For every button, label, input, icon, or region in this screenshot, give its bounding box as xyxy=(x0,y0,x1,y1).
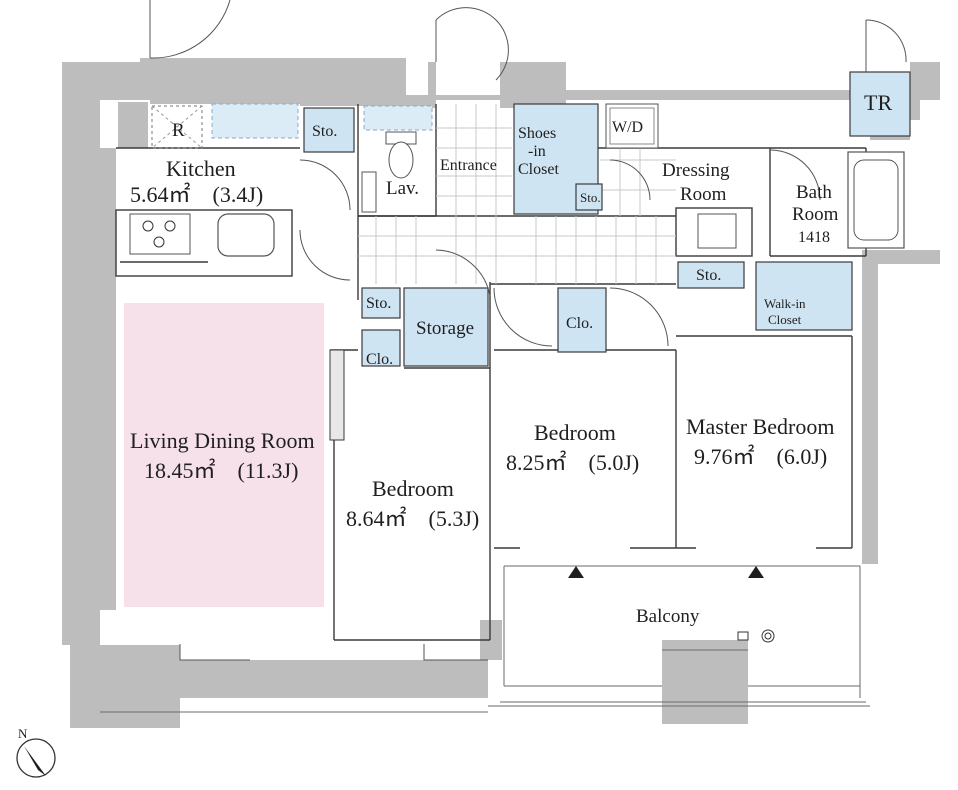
bath-room-line2: Room xyxy=(792,204,839,225)
dressing-room-line2: Room xyxy=(680,184,727,205)
storage-label: Storage xyxy=(416,318,474,339)
fridge-label: R xyxy=(172,120,185,141)
bathtub-icon xyxy=(847,151,905,249)
outdoor-ac-unit-icon xyxy=(737,629,775,643)
compass-north-icon: N xyxy=(16,726,56,778)
bedroom-left-area: 8.64㎡ (5.3J) xyxy=(346,506,479,531)
balcony-label: Balcony xyxy=(636,606,700,627)
storage-blocks xyxy=(211,71,911,367)
kitchen-area: 5.64㎡ (3.4J) xyxy=(130,182,263,207)
washer-label: W/D xyxy=(612,119,643,136)
walkin-closet-line2: Closet xyxy=(768,312,802,327)
door-swings xyxy=(149,0,907,661)
refrigerator-icon xyxy=(151,105,203,149)
hall-closet-label: Clo. xyxy=(366,351,393,368)
sink-icon xyxy=(217,213,275,257)
dressing-sink-icon xyxy=(697,213,737,249)
master-bedroom-name: Master Bedroom xyxy=(686,414,834,439)
window-marker-left xyxy=(568,566,584,578)
shoes-closet-line2: -in xyxy=(528,143,546,160)
dressing-room-line1: Dressing xyxy=(662,160,730,181)
living-dining-area: 18.45㎡ (11.3J) xyxy=(144,458,298,483)
lavatory-label: Lav. xyxy=(386,178,419,199)
shoes-closet-line3: Closet xyxy=(518,161,559,178)
window-marker-right xyxy=(748,566,764,578)
bedroom-left-name: Bedroom xyxy=(372,476,454,501)
exterior-walls xyxy=(62,58,940,728)
living-dining-name: Living Dining Room xyxy=(130,428,315,453)
shoes-closet-line1: Shoes xyxy=(518,125,556,142)
toilet-icon xyxy=(385,131,417,179)
master-storage-label: Sto. xyxy=(696,267,721,284)
bedroom-mid-name: Bedroom xyxy=(534,420,616,445)
living-highlight xyxy=(124,303,324,607)
trunk-room-label: TR xyxy=(864,90,892,115)
walkin-closet-line1: Walk-in xyxy=(764,296,806,311)
lav-counter xyxy=(361,171,377,213)
small-storage-label: Sto. xyxy=(580,190,601,205)
hall-storage-label: Sto. xyxy=(366,295,391,312)
bedroom-closet-label: Clo. xyxy=(566,315,593,332)
bath-room-size: 1418 xyxy=(798,229,830,246)
kitchen-storage-label: Sto. xyxy=(312,123,337,140)
kitchen-name: Kitchen xyxy=(166,156,236,181)
washing-machine-icon xyxy=(605,103,659,149)
gas-stove-icon xyxy=(129,213,191,255)
bedroom-mid-area: 8.25㎡ (5.0J) xyxy=(506,450,639,475)
entrance-label: Entrance xyxy=(440,157,497,174)
compass-label: N xyxy=(18,726,28,741)
hallway-tiles xyxy=(358,104,676,284)
bath-room-line1: Bath xyxy=(796,182,832,203)
master-bedroom-area: 9.76㎡ (6.0J) xyxy=(694,444,827,469)
